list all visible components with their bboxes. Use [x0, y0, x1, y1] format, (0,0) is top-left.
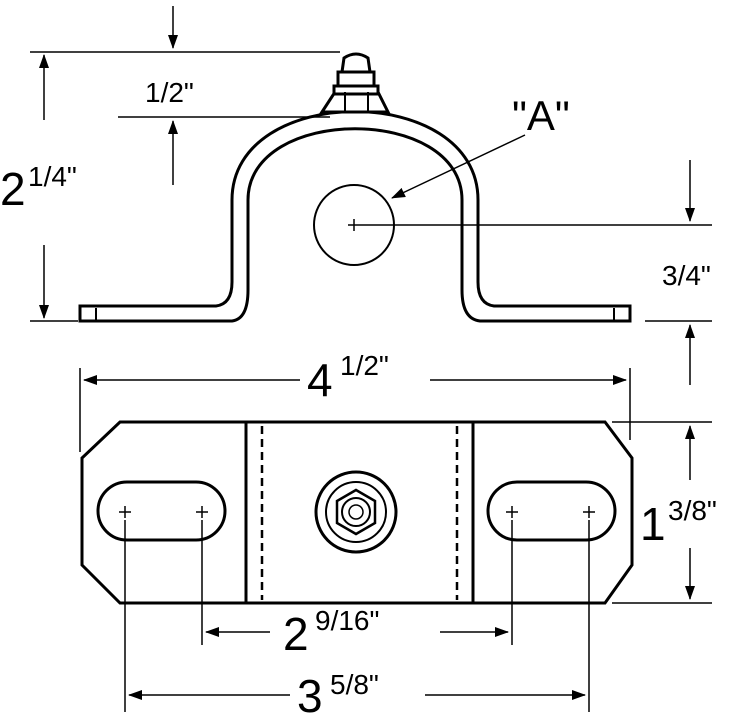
- left-slot: [96, 480, 227, 542]
- dimension-label-hole-height: 3/4": [662, 260, 711, 291]
- right-slot: [486, 480, 617, 542]
- svg-text:1/2": 1/2": [340, 350, 389, 381]
- dimension-label-inner-slot-spacing: 2 9/16": [283, 605, 379, 660]
- top-view: [80, 420, 634, 605]
- dimension-label-outer-slot-spacing: 3 5/8": [297, 669, 379, 722]
- side-view-dimensions: [30, 6, 712, 385]
- svg-text:2: 2: [283, 608, 309, 660]
- svg-text:9/16": 9/16": [315, 605, 379, 636]
- dimension-label-overall-length: 4 1/2": [307, 350, 389, 406]
- svg-text:2: 2: [0, 163, 26, 215]
- grease-fitting-side: [319, 52, 391, 114]
- svg-text:3: 3: [297, 670, 323, 722]
- svg-text:1/4": 1/4": [28, 161, 77, 192]
- svg-text:4: 4: [307, 354, 333, 406]
- side-view: [78, 52, 712, 323]
- svg-text:1: 1: [640, 498, 666, 550]
- dimension-label-overall-height: 2 1/4": [0, 161, 77, 215]
- bracket-strap: [78, 110, 632, 323]
- slot-centers: [119, 506, 595, 518]
- svg-text:5/8": 5/8": [330, 669, 379, 700]
- grease-fitting-top: [314, 470, 398, 554]
- svg-text:3/8": 3/8": [668, 495, 717, 526]
- dimension-label-base-width: 1 3/8": [640, 495, 717, 550]
- callout-label-a: "A": [512, 92, 570, 139]
- top-view-dimensions: [79, 368, 712, 712]
- dimension-label-top-offset: 1/2": [145, 77, 194, 108]
